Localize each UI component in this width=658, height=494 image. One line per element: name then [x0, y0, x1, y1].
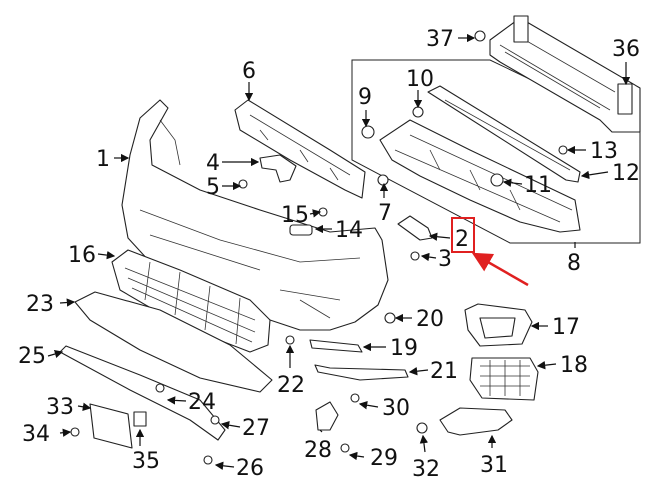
callout-29: 29 — [370, 446, 398, 471]
callout-15: 15 — [281, 203, 309, 228]
callout-22: 22 — [277, 373, 305, 398]
callout-11: 11 — [524, 173, 552, 198]
fasteners — [70, 30, 568, 465]
highlight-box — [451, 217, 475, 253]
callout-9: 9 — [358, 85, 372, 110]
callout-1: 1 — [96, 147, 110, 172]
callout-2: 2 — [455, 227, 469, 252]
callout-26: 26 — [236, 456, 264, 481]
fog-bezel-part — [464, 303, 533, 347]
callout-4: 4 — [206, 151, 220, 176]
callout-34: 34 — [22, 422, 50, 447]
callout-6: 6 — [242, 59, 256, 84]
callout-36: 36 — [612, 37, 640, 62]
reflector-part — [289, 224, 313, 236]
highlight-arrow — [471, 252, 529, 287]
callout-21: 21 — [430, 359, 458, 384]
callout-10: 10 — [406, 67, 434, 92]
lower-trim-strip-part — [59, 345, 226, 441]
callout-27: 27 — [242, 416, 270, 441]
corner-bracket-part — [439, 407, 513, 436]
callout-13: 13 — [590, 139, 618, 164]
callout-19: 19 — [390, 336, 418, 361]
lower-cover-part — [74, 291, 273, 393]
callout-35: 35 — [132, 449, 160, 474]
upper-bracket-part — [234, 99, 366, 199]
trim-upper-part — [309, 339, 363, 353]
trim-lower-part — [314, 364, 409, 381]
callout-20: 20 — [416, 307, 444, 332]
callout-labels: 1 2 3 4 5 6 7 8 9 10 11 12 13 14 15 16 1… — [18, 27, 640, 482]
assembly-group-frame — [351, 59, 641, 244]
callout-28: 28 — [304, 438, 332, 463]
callout-17: 17 — [552, 315, 580, 340]
callout-25: 25 — [18, 344, 46, 369]
side-grille-part — [469, 357, 539, 401]
callout-14: 14 — [335, 218, 363, 243]
callout-5: 5 — [206, 175, 220, 200]
clip-part — [133, 411, 147, 427]
callout-23: 23 — [26, 292, 54, 317]
callout-7: 7 — [378, 201, 392, 226]
callout-18: 18 — [560, 353, 588, 378]
side-bracket-part — [397, 215, 433, 241]
license-bracket-part — [89, 403, 133, 449]
callout-33: 33 — [46, 395, 74, 420]
callout-31: 31 — [480, 453, 508, 478]
callout-12: 12 — [612, 161, 640, 186]
callout-8: 8 — [567, 251, 581, 276]
callout-24: 24 — [188, 390, 216, 415]
callout-16: 16 — [68, 243, 96, 268]
lower-bracket-part — [315, 401, 339, 431]
callout-32: 32 — [412, 457, 440, 482]
leader-lines — [47, 33, 631, 470]
small-bracket-part — [259, 154, 297, 183]
callout-3: 3 — [438, 247, 452, 272]
absorber-strip-part — [427, 85, 581, 183]
callout-37: 37 — [426, 27, 454, 52]
energy-absorber-part — [379, 119, 581, 233]
callout-30: 30 — [382, 396, 410, 421]
reinforcement-beam-part — [489, 15, 641, 133]
